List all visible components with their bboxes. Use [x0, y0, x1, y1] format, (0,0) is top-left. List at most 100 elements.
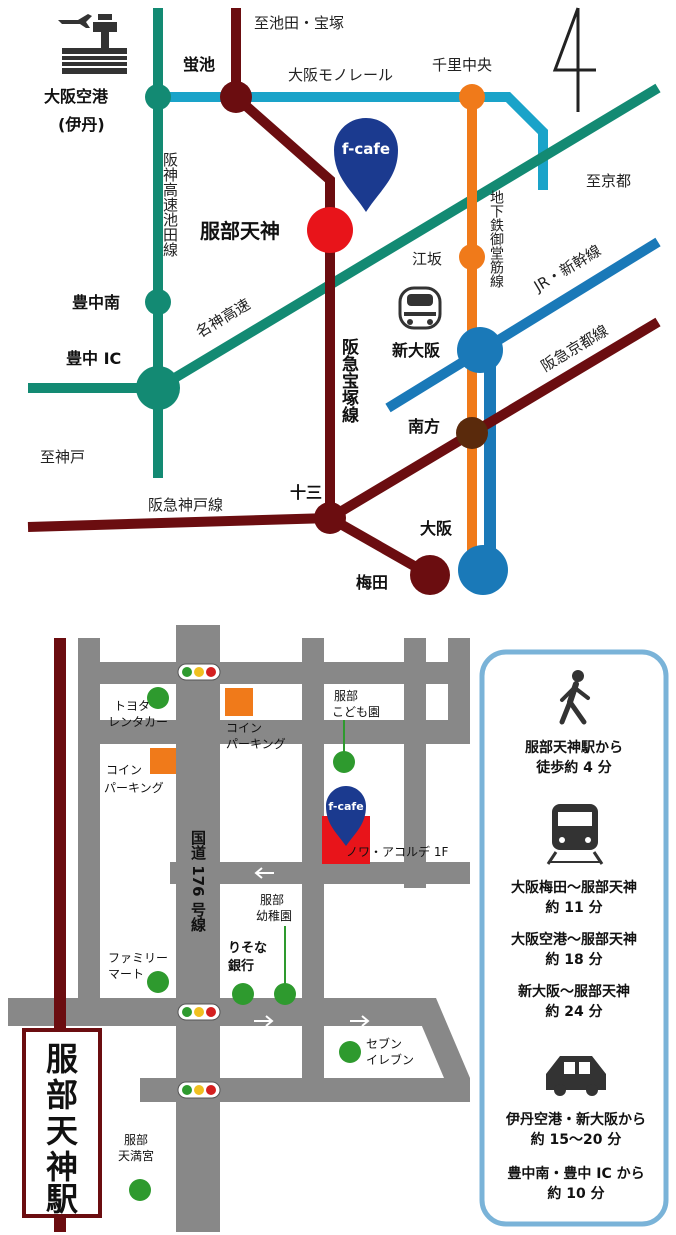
train-icon: [546, 804, 604, 865]
station-dot-toyonaka-ic: [136, 366, 180, 410]
airport-icon: [58, 14, 127, 74]
resona-label-1: りそな: [228, 941, 267, 956]
station-sign-box: [22, 1028, 102, 1218]
family-label-2: マート: [108, 967, 144, 981]
station-label-shin-osaka: 新大阪: [392, 341, 441, 360]
family-label-1: ファミリー: [108, 951, 168, 965]
line-shinkansen: [385, 237, 661, 413]
station-dot-toyonaka-minami: [145, 289, 171, 315]
station-label-minamikata: 南方: [408, 417, 440, 436]
line-label-hanshin-ikeda: 阪神高速池田線: [161, 152, 179, 257]
youchien-label-2: 幼稚園: [256, 909, 292, 923]
station-dot-hotarugaike: [220, 81, 252, 113]
station-label-hattori-tenjin: 服部天神: [200, 219, 280, 243]
car-time-1: 約 15〜20 分: [531, 1131, 622, 1148]
route-map: f-cafe 大阪空港 (伊丹) 蛍池 服部天神 豊中南 豊中 IC 江坂 千里…: [27, 7, 661, 595]
direction-to-kyoto: 至京都: [586, 172, 631, 190]
station-label-itami-1: 大阪空港: [44, 87, 109, 106]
traffic-light-icon: [177, 1081, 221, 1099]
station-sign-char-5: 駅: [46, 1180, 78, 1218]
station-dot-itami: [145, 84, 171, 110]
station-dot-esaka: [459, 244, 485, 270]
family-marker: [147, 971, 169, 993]
traffic-light-icon: [177, 663, 221, 681]
toyota-marker: [147, 687, 169, 709]
station-dot-minamikata: [456, 417, 488, 449]
seven-marker: [339, 1041, 361, 1063]
direction-to-ikeda: 至池田・宝塚: [254, 14, 344, 32]
train-time-3: 約 24 分: [545, 1003, 602, 1020]
station-label-itami-2: (伊丹): [58, 115, 105, 134]
access-box: 服部天神駅から 徒歩約 4 分 大阪梅田〜服部天神 約 11 分 大阪空港〜服部…: [479, 649, 669, 1227]
tenmangu-marker: [129, 1179, 151, 1201]
line-label-midosuji: 地下鉄御堂筋線: [488, 190, 504, 288]
tenmangu-label-1: 服部: [124, 1132, 148, 1147]
toyota-label-2: レンタカー: [108, 715, 168, 729]
coin-parking-marker-b: [150, 748, 176, 774]
train-route-2: 大阪空港〜服部天神: [511, 931, 637, 948]
kodomo-label-2: こども園: [332, 705, 380, 719]
station-label-umeda: 梅田: [356, 573, 388, 592]
arrow-right-icon: [350, 1015, 370, 1027]
train-time-1: 約 11 分: [545, 899, 602, 916]
station-dot-shin-osaka: [457, 327, 503, 373]
line-label-takarazuka: 阪急宝塚線: [338, 338, 359, 424]
walk-text-1: 服部天神駅から: [525, 739, 623, 756]
station-dot-umeda: [410, 555, 450, 595]
station-sign-char-3: 天: [46, 1112, 78, 1150]
cafe-pin-icon: f-cafe: [326, 786, 366, 846]
arrow-left-icon: [254, 867, 274, 879]
station-label-senri-chuo: 千里中央: [432, 56, 492, 74]
station-label-hotarugaike: 蛍池: [183, 55, 215, 74]
station-dot-hattori-tenjin: [307, 207, 353, 253]
walk-text-2: 徒歩約 4 分: [535, 759, 612, 776]
coin-parking-marker-a: [225, 688, 253, 716]
cafe-building-label: ノワ・アコルデ 1F: [346, 844, 448, 859]
toyota-label-1: トヨタ: [114, 699, 150, 713]
station-sign-char-2: 部: [46, 1076, 78, 1114]
youchien-label-1: 服部: [260, 892, 284, 907]
station-label-esaka: 江坂: [412, 250, 442, 268]
car-icon: [546, 1056, 606, 1096]
walker-icon: [559, 670, 590, 725]
station-dot-osaka: [458, 545, 508, 595]
coin-parking-b-2: パーキング: [104, 781, 164, 795]
station-dot-senri-chuo: [459, 84, 485, 110]
youchien-marker: [274, 983, 296, 1005]
station-dot-juso: [314, 502, 346, 534]
resona-marker: [232, 983, 254, 1005]
kodomo-marker: [333, 751, 355, 773]
north-arrow-icon: [552, 7, 596, 112]
car-time-2: 約 10 分: [547, 1185, 604, 1202]
line-label-monorail: 大阪モノレール: [288, 66, 393, 84]
line-label-kobe: 阪急神戸線: [148, 496, 223, 514]
car-route-2: 豊中南・豊中 IC から: [507, 1165, 644, 1182]
coin-parking-a-1: コイン: [226, 721, 262, 735]
cafe-pin-icon: f-cafe: [334, 118, 398, 212]
traffic-light-icon: [177, 1003, 221, 1021]
coin-parking-b-1: コイン: [106, 763, 142, 777]
cafe-pin-label: f-cafe: [342, 140, 390, 158]
line-takarazuka: [231, 8, 335, 518]
station-sign-char-1: 服: [46, 1040, 78, 1078]
cafe-pin-label-area: f-cafe: [328, 800, 363, 813]
seven-label-1: セブン: [366, 1036, 402, 1051]
seven-label-2: イレブン: [366, 1052, 414, 1067]
direction-to-kobe: 至神戸: [40, 448, 85, 466]
train-route-1: 大阪梅田〜服部天神: [511, 879, 637, 896]
tenmangu-label-2: 天満宮: [118, 1148, 154, 1163]
station-label-toyonaka-minami: 豊中南: [72, 293, 120, 312]
train-route-3: 新大阪〜服部天神: [518, 983, 630, 1000]
road-name-label: 国道 176 号線: [189, 830, 207, 933]
station-label-toyonaka-ic: 豊中 IC: [66, 349, 121, 368]
station-label-juso: 十三: [290, 483, 322, 502]
arrow-right-icon: [254, 1015, 274, 1027]
train-time-2: 約 18 分: [545, 951, 602, 968]
car-route-1: 伊丹空港・新大阪から: [505, 1111, 646, 1128]
road-diagonal: [410, 998, 470, 1078]
shinkansen-icon: [398, 286, 442, 330]
area-map: 服 部 天 神 駅 国道 176 号線 トヨタ: [8, 625, 470, 1232]
resona-label-2: 銀行: [228, 958, 254, 974]
kodomo-label-1: 服部: [334, 688, 358, 703]
